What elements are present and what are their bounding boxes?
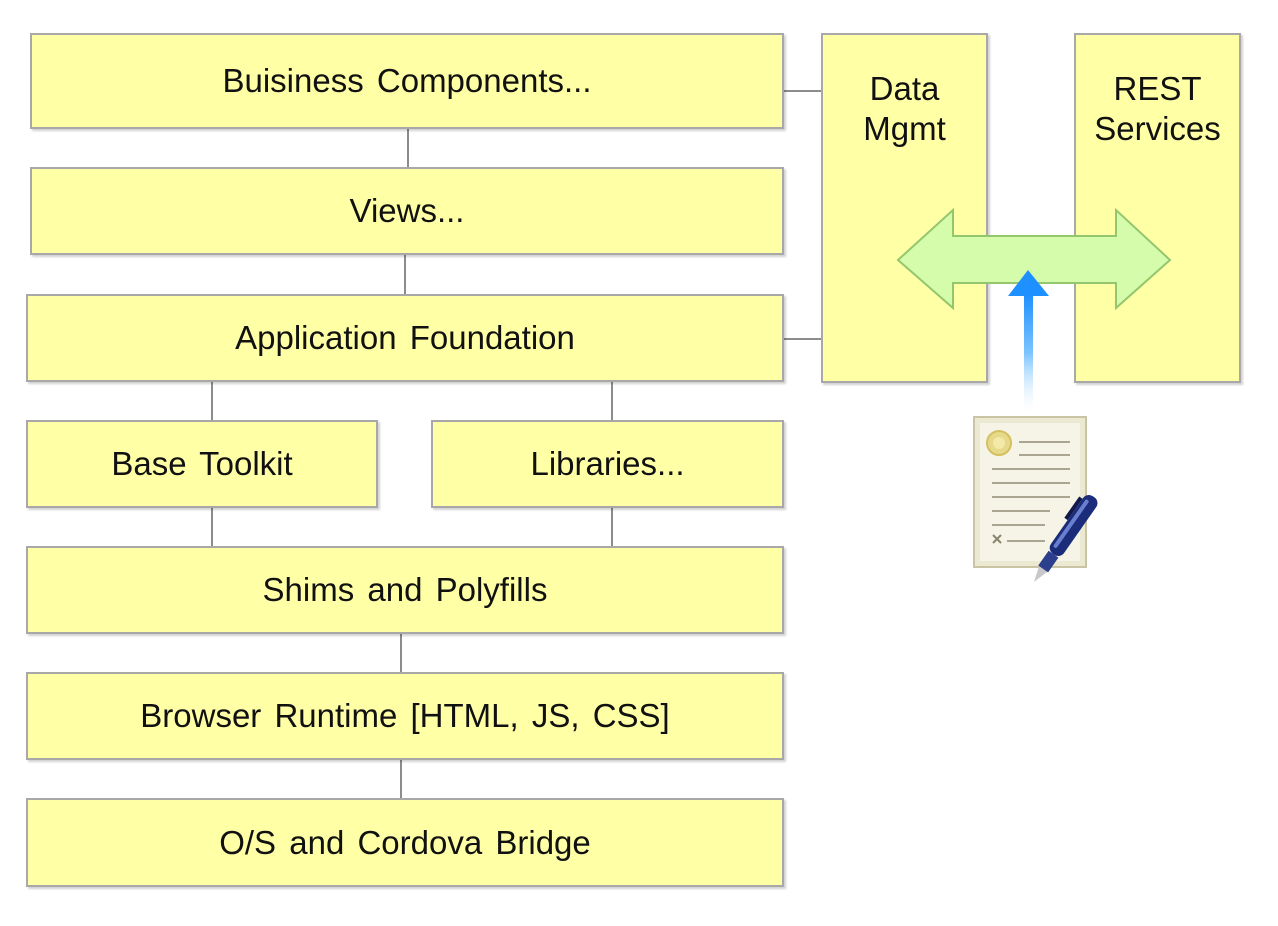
connector-browser-os: [400, 759, 402, 801]
os-cordova-bridge-box: O/S and Cordova Bridge: [26, 798, 784, 887]
application-foundation-box: Application Foundation: [26, 294, 784, 382]
contract-document-with-pen-icon: [973, 416, 1098, 582]
connector-toolkit-shims: [211, 507, 213, 549]
connector-business-views: [407, 128, 409, 170]
shims-polyfills-box: Shims and Polyfills: [26, 546, 784, 634]
connector-business-data: [783, 90, 823, 92]
connector-foundation-libraries: [611, 381, 613, 423]
connector-libraries-shims: [611, 507, 613, 549]
connector-foundation-data: [783, 338, 823, 340]
business-components-box: Buisiness Components...: [30, 33, 784, 129]
connector-views-foundation: [404, 254, 406, 296]
views-box: Views...: [30, 167, 784, 255]
connector-shims-browser: [400, 633, 402, 675]
rest-services-box: REST Services: [1074, 33, 1241, 383]
up-arrow-icon: [1008, 270, 1049, 412]
libraries-box: Libraries...: [431, 420, 784, 508]
connector-foundation-toolkit: [211, 381, 213, 423]
browser-runtime-box: Browser Runtime [HTML, JS, CSS]: [26, 672, 784, 760]
data-mgmt-box: Data Mgmt: [821, 33, 988, 383]
base-toolkit-box: Base Toolkit: [26, 420, 378, 508]
double-headed-arrow-icon: [896, 207, 1172, 311]
